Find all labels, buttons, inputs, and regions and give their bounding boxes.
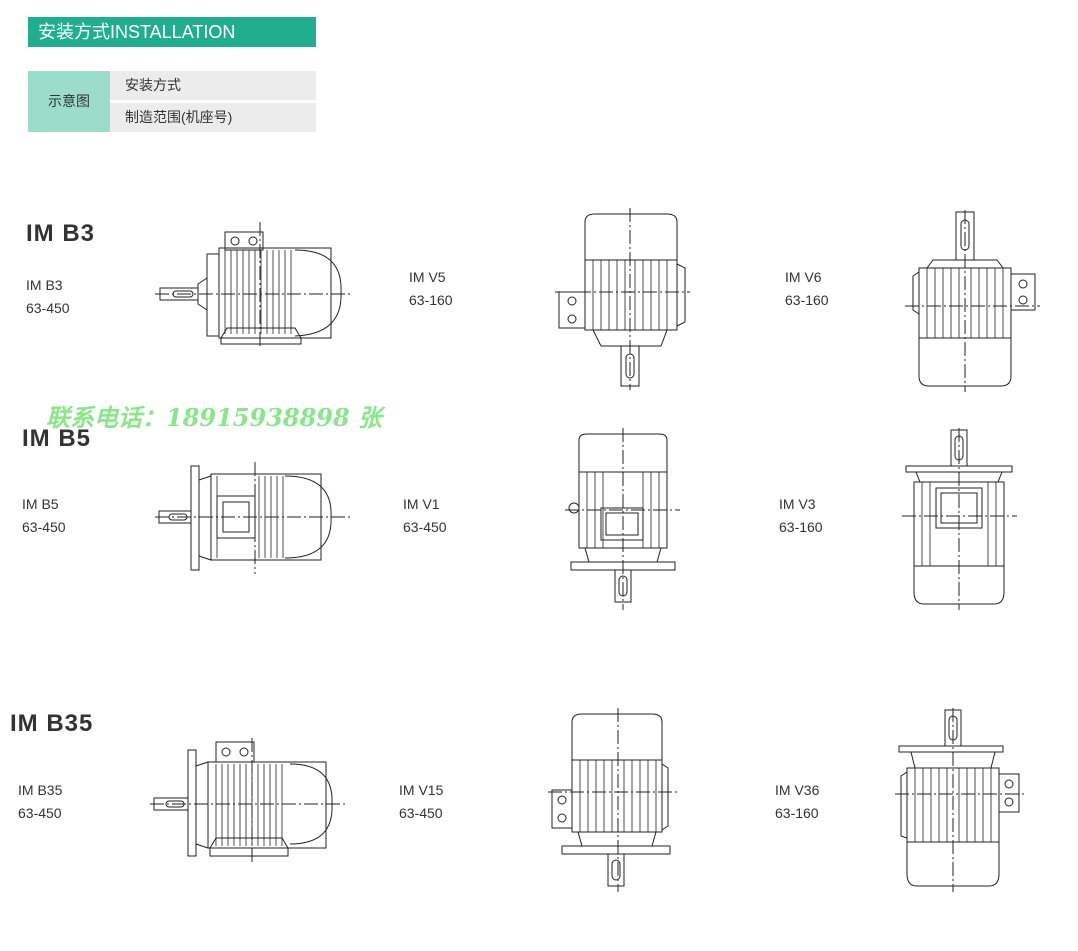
- heading-im-b35: IM B35: [10, 710, 94, 737]
- mounting-name: IM V1: [403, 496, 440, 512]
- motor-diagram-im-b3: [155, 222, 350, 347]
- frame-range: 63-160: [779, 519, 823, 535]
- label-im-b35: IM B35 63-450: [18, 779, 62, 825]
- frame-range: 63-160: [775, 805, 819, 821]
- label-im-v15: IM V15 63-450: [399, 779, 443, 825]
- legend-row-mounting: 安装方式: [110, 71, 316, 100]
- label-im-v6: IM V6 63-160: [785, 266, 829, 312]
- legend-row-frame-range: 制造范围(机座号): [110, 103, 316, 132]
- label-im-v1: IM V1 63-450: [403, 493, 447, 539]
- label-im-v5: IM V5 63-160: [409, 266, 453, 312]
- mounting-name: IM B3: [26, 277, 63, 293]
- mounting-name: IM B35: [18, 782, 63, 798]
- frame-range: 63-160: [409, 292, 453, 308]
- motor-diagram-im-v36: [895, 708, 1025, 892]
- frame-range: 63-160: [785, 292, 829, 308]
- mounting-name: IM V36: [775, 782, 820, 798]
- legend-diagram-label: 示意图: [28, 71, 110, 132]
- frame-range: 63-450: [399, 805, 443, 821]
- label-im-b3: IM B3 63-450: [26, 274, 70, 320]
- heading-im-b3: IM B3: [26, 220, 96, 247]
- frame-range: 63-450: [403, 519, 447, 535]
- motor-diagram-im-v6: [905, 210, 1040, 392]
- section-title: 安装方式INSTALLATION: [28, 17, 316, 47]
- motor-diagram-im-v5: [555, 208, 690, 390]
- mounting-name: IM B5: [22, 496, 59, 512]
- mounting-name: IM V6: [785, 269, 822, 285]
- frame-range: 63-450: [18, 805, 62, 821]
- phone-watermark: 联系电话：18915938898 张: [46, 403, 383, 432]
- legend-table: 示意图 安装方式 制造范围(机座号): [28, 71, 316, 132]
- label-im-v3: IM V3 63-160: [779, 493, 823, 539]
- motor-diagram-im-v15: [548, 708, 678, 892]
- mounting-name: IM V3: [779, 496, 816, 512]
- motor-diagram-im-v1: [565, 428, 680, 610]
- motor-diagram-im-v3: [902, 428, 1017, 610]
- mounting-name: IM V5: [409, 269, 446, 285]
- motor-diagram-im-b35: [150, 738, 345, 864]
- frame-range: 63-450: [26, 300, 70, 316]
- mounting-name: IM V15: [399, 782, 444, 798]
- frame-range: 63-450: [22, 519, 66, 535]
- label-im-b5: IM B5 63-450: [22, 493, 66, 539]
- motor-diagram-im-b5: [155, 462, 350, 574]
- label-im-v36: IM V36 63-160: [775, 779, 819, 825]
- heading-im-b5: IM B5: [22, 425, 92, 452]
